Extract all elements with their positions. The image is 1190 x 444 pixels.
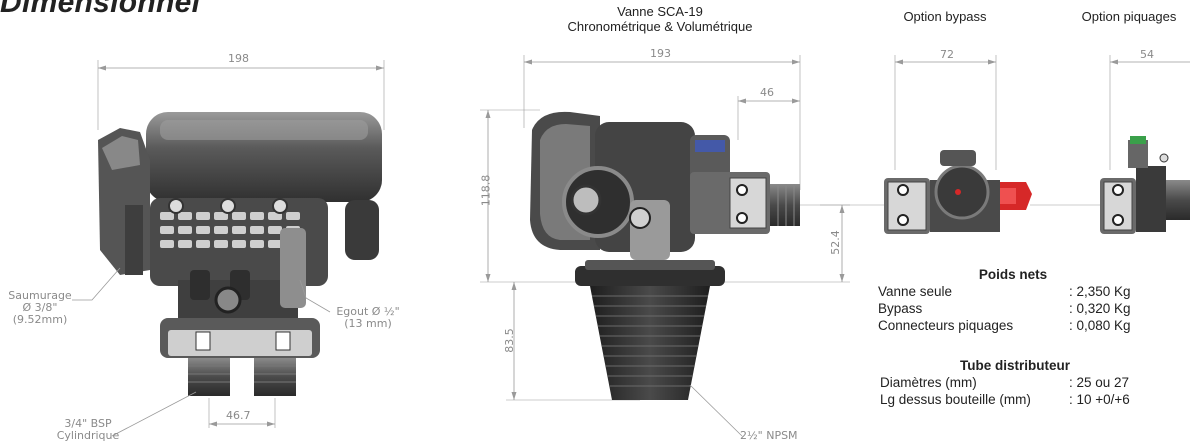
piquages-view xyxy=(1100,55,1190,234)
dim-side-width: 193 xyxy=(650,47,671,60)
table-row: Lg dessus bouteille (mm) : 10 +0/+6 xyxy=(880,392,1130,407)
table-row: Diamètres (mm) : 25 ou 27 xyxy=(880,375,1130,390)
side-view xyxy=(480,55,884,437)
bypass-header: Option bypass xyxy=(903,9,987,24)
callout-egout: Egout Ø ½" (13 mm) xyxy=(336,305,400,330)
poids-table: Poids nets Vanne seule : 2,350 Kg Bypass… xyxy=(878,266,1148,334)
dim-side-83: 83.5 xyxy=(502,328,516,353)
dim-bypass-width: 72 xyxy=(940,48,954,61)
dim-side-52: 52.4 xyxy=(828,230,842,255)
piquages-header: Option piquages xyxy=(1081,9,1177,24)
front-view xyxy=(72,60,385,437)
table-row: Bypass : 0,320 Kg xyxy=(878,301,1131,316)
vanne-header: Vanne SCA-19 Chronométrique & Volumétriq… xyxy=(530,4,790,34)
dim-piquages-width: 54 xyxy=(1140,48,1154,61)
poids-title: Poids nets xyxy=(978,267,1048,282)
tube-title: Tube distributeur xyxy=(960,358,1070,373)
dim-front-width: 198 xyxy=(228,52,249,65)
dim-front-ports: 46.7 xyxy=(226,409,251,422)
bypass-view xyxy=(884,55,1100,234)
tube-table: Tube distributeur Diamètres (mm) : 25 ou… xyxy=(880,357,1150,408)
callout-saumurage: Saumurage Ø 3/8" (9.52mm) xyxy=(8,289,72,326)
callout-npsm: 2½" NPSM xyxy=(740,429,798,442)
vanne-header-line2: Chronométrique & Volumétrique xyxy=(567,19,753,34)
page-title: Dimensionnel xyxy=(0,0,201,19)
dim-side-height: 118.8 xyxy=(479,174,493,207)
callout-bsp: 3/4" BSP Cylindrique xyxy=(56,417,120,442)
dim-side-46: 46 xyxy=(760,86,774,99)
vanne-header-line1: Vanne SCA-19 xyxy=(617,4,703,19)
table-row: Vanne seule : 2,350 Kg xyxy=(878,284,1131,299)
table-row: Connecteurs piquages : 0,080 Kg xyxy=(878,318,1131,333)
